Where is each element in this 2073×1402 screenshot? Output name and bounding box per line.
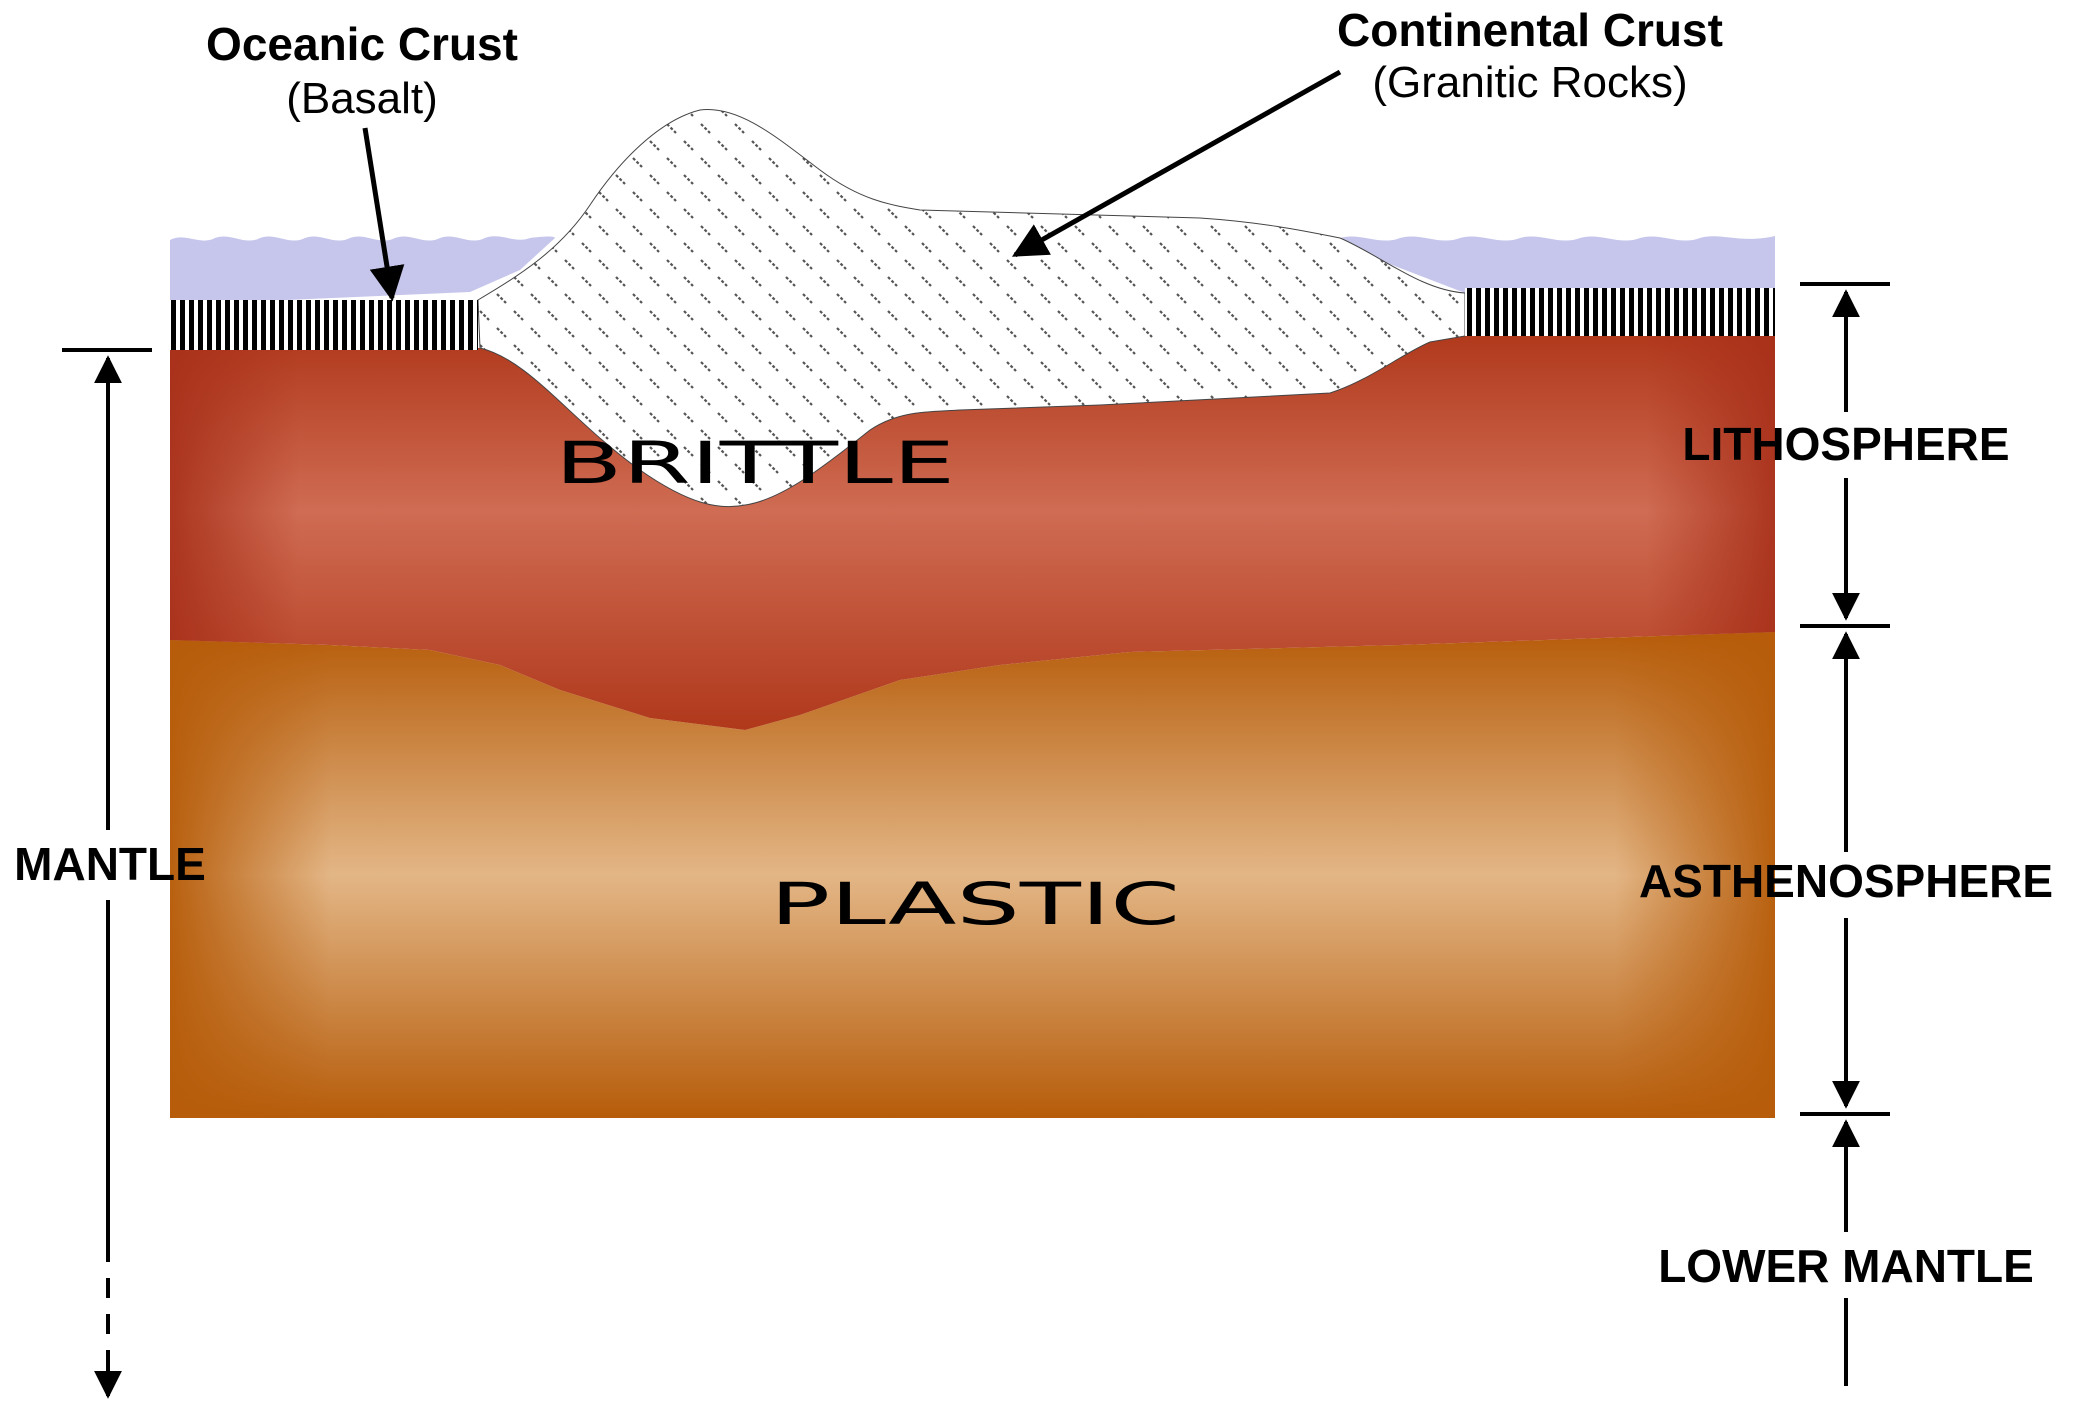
asthenosphere-label: ASTHENOSPHERE [1639,855,2053,907]
oceanic-crust-subtitle: (Basalt) [286,74,438,123]
basalt-strip-left [170,300,478,350]
lower-mantle-label: LOWER MANTLE [1658,1240,2034,1292]
brittle-label: BRITTLE [555,429,955,497]
continental-crust-title: Continental Crust [1337,4,1723,56]
left-depth-scale [62,348,152,1399]
plastic-label: PLASTIC [770,870,1180,938]
lithosphere-label: LITHOSPHERE [1682,418,2009,470]
oceanic-crust-title: Oceanic Crust [206,18,518,70]
basalt-strip-right [1465,288,1775,336]
oceanic-crust-pointer [362,127,405,302]
mantle-label: MANTLE [14,838,206,890]
continental-crust-subtitle: (Granitic Rocks) [1372,58,1687,107]
ocean-water-right [1340,236,1775,293]
continental-crust [477,109,1466,508]
ocean-water-left [170,236,555,305]
lithosphere-layer [170,332,1775,730]
right-depth-scale [1800,282,1890,1386]
asthenosphere-layer [170,632,1775,1118]
continental-crust-pointer [1011,69,1342,258]
